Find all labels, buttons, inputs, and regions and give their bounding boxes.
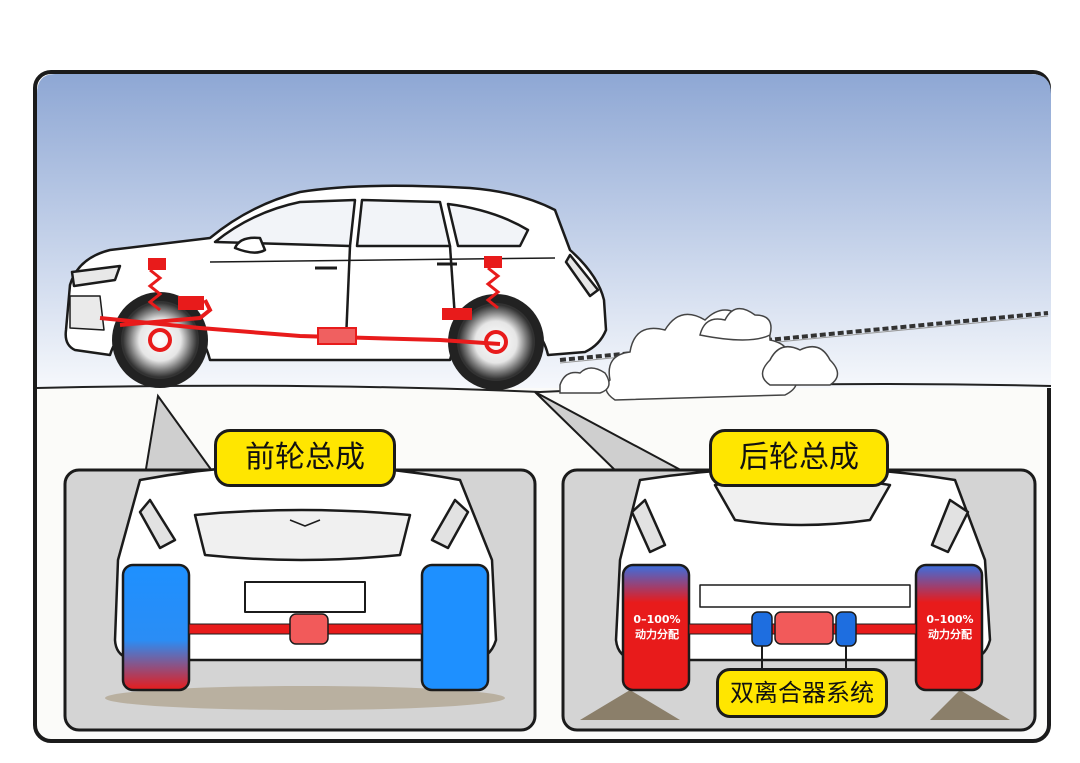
rear-left-percent: 0–100%: [633, 613, 681, 626]
rear-right-power-text: 0–100% 动力分配: [918, 612, 982, 642]
front-callout-pointer: [143, 393, 217, 476]
rear-left-distribution: 动力分配: [635, 628, 679, 641]
front-axle: [188, 613, 423, 645]
front-left-wheel: [121, 563, 191, 692]
rear-view-car-icon: [614, 466, 992, 662]
rear-right-distribution: 动力分配: [928, 628, 972, 641]
dust-cloud-icon: [559, 307, 839, 401]
rear-callout-pointer: [534, 391, 691, 476]
rear-axle: [688, 611, 917, 670]
rear-assembly-label: 后轮总成: [709, 429, 889, 487]
dual-clutch-label: 双离合器系统: [716, 668, 888, 718]
ground-line: [36, 383, 1052, 394]
drivetrain-side: [99, 256, 508, 354]
rear-right-percent: 0–100%: [926, 613, 974, 626]
rear-left-power-text: 0–100% 动力分配: [625, 612, 689, 642]
front-assembly-label: 前轮总成: [214, 429, 396, 487]
front-right-wheel: [420, 563, 490, 692]
